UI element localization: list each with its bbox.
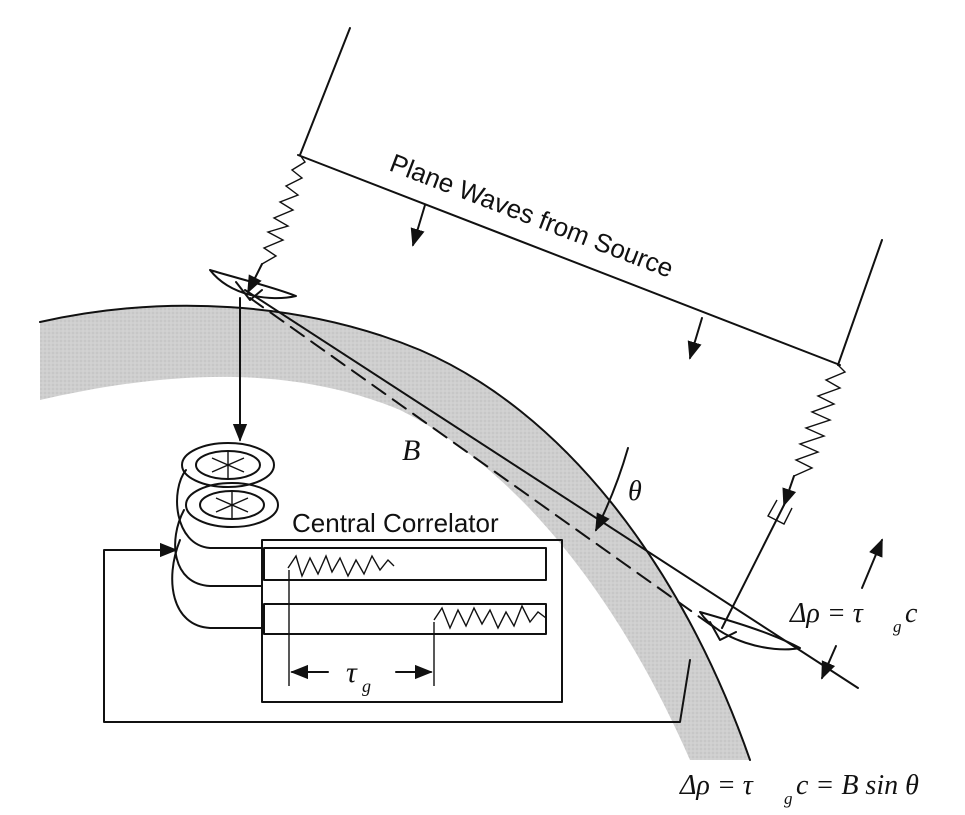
earth-horizon-line: [39, 304, 751, 761]
ray-left-lower: [247, 263, 263, 294]
wave-arrow-1: [410, 204, 426, 247]
ray-right-continue: [721, 504, 785, 629]
ray-right: [837, 239, 883, 366]
svg-text:g: g: [893, 617, 902, 636]
tau-g-label: τ g: [346, 656, 371, 696]
svg-text:Δρ = τ: Δρ = τ: [789, 598, 864, 629]
tape-loop-2: [174, 509, 263, 587]
svg-text:c: c: [905, 598, 918, 629]
tape-signal-2: [433, 604, 547, 630]
tape-signal-1: [287, 554, 395, 579]
svg-text:g: g: [362, 676, 371, 696]
antenna-left-icon: [209, 269, 297, 301]
earth-surface: [40, 305, 750, 760]
delta-rho-label: Δρ = τ g c: [789, 598, 918, 636]
right-angle-marker: [767, 499, 793, 525]
tape-loop-3: [171, 539, 263, 629]
svg-text:g: g: [784, 789, 793, 808]
formula-bottom-label: Δρ = τ g c = B sin θ: [679, 770, 919, 808]
angle-label: θ: [628, 476, 642, 507]
signal-squiggle-right: [793, 364, 847, 477]
delta-rho-arrow-up: [861, 538, 883, 589]
signal-squiggle-left: [261, 154, 307, 265]
ray-left: [299, 27, 351, 156]
wavefront-bottom: [244, 289, 859, 689]
wavefront-top: [297, 154, 841, 366]
correlator-box: [261, 539, 563, 703]
angle-arc: [595, 447, 629, 532]
wave-arrow-2: [687, 317, 703, 360]
tape-loop-1: [176, 469, 263, 549]
tape-strip-1: [263, 547, 547, 581]
svg-text:c = B sin θ: c = B sin θ: [796, 770, 919, 801]
baseline-dashed: [249, 297, 716, 629]
svg-text:τ: τ: [346, 656, 358, 689]
plane-waves-label: Plane Waves from Source: [386, 148, 678, 284]
tape-reels-icon: [181, 442, 279, 528]
tape-strip-2: [263, 603, 547, 635]
ray-right-lower: [782, 475, 797, 507]
correlator-feed-line: [103, 542, 691, 723]
delta-rho-arrow-down: [821, 645, 837, 680]
antenna-right-icon: [699, 611, 801, 651]
correlator-label: Central Correlator: [292, 508, 499, 538]
svg-text:Δρ = τ: Δρ = τ: [679, 770, 754, 801]
baseline-label: B: [402, 434, 420, 467]
